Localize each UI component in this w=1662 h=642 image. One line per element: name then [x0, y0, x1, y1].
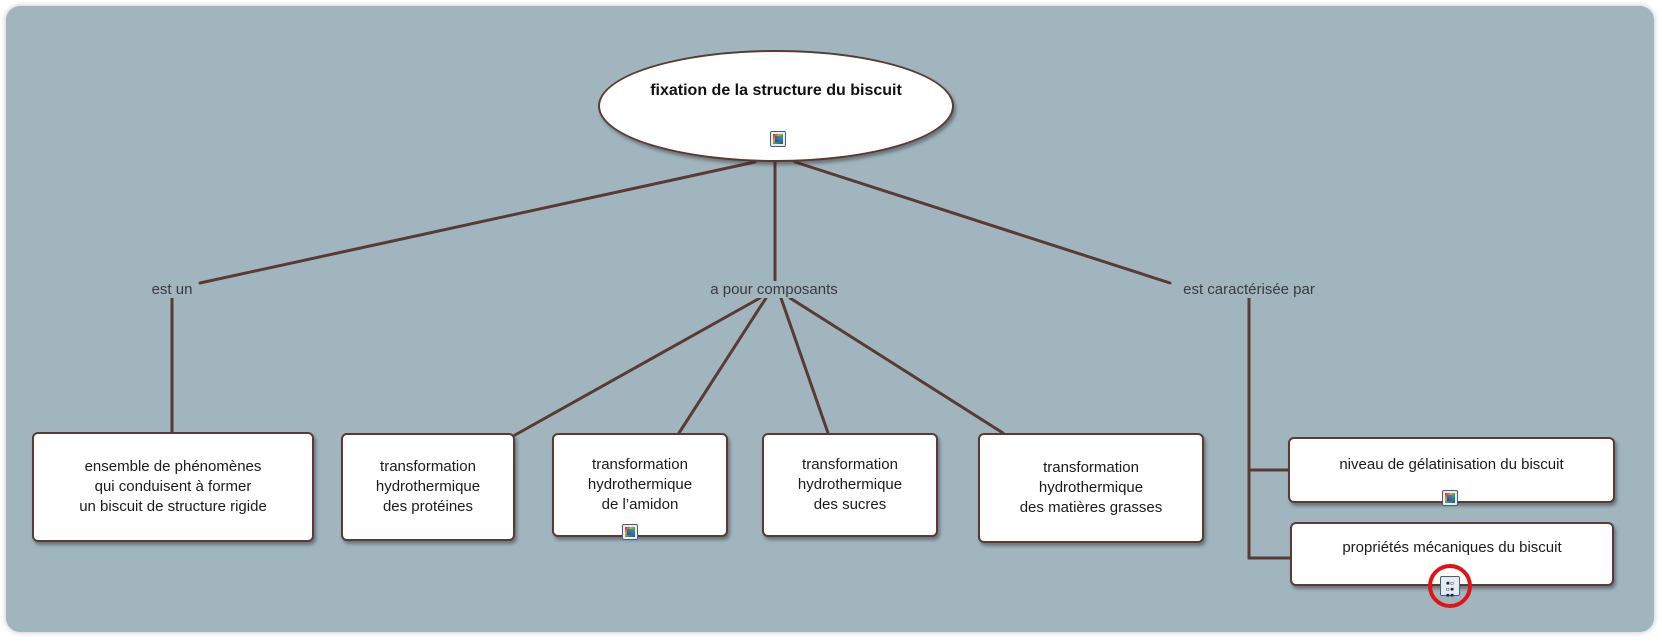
- concept-niveau-de-gelatinisation-label: niveau de gélatinisation du biscuit: [1339, 456, 1564, 473]
- image-resource-icon[interactable]: [622, 524, 638, 540]
- concept-transformation-amidon-label: transformation hydrothermique de l’amido…: [587, 456, 693, 513]
- concept-transformation-sucres[interactable]: transformation hydrothermique des sucres: [762, 433, 938, 537]
- link-label-est-un: est un: [149, 281, 195, 298]
- concept-proprietes-mecaniques-label: propriétés mécaniques du biscuit: [1342, 539, 1562, 556]
- link-label-a-pour-composants: a pour composants: [708, 281, 840, 298]
- highlight-ring: [1428, 564, 1472, 608]
- concept-transformation-amidon[interactable]: transformation hydrothermique de l’amido…: [552, 433, 728, 537]
- root-concept[interactable]: fixation de la structure du biscuit: [598, 50, 954, 162]
- image-resource-icon[interactable]: [1442, 490, 1458, 506]
- concept-transformation-matieres-grasses[interactable]: transformation hydrothermique des matièr…: [978, 433, 1204, 543]
- image-resource-icon[interactable]: [770, 131, 786, 147]
- concept-transformation-proteines[interactable]: transformation hydrothermique des protéi…: [341, 433, 515, 541]
- root-concept-label: fixation de la structure du biscuit: [650, 82, 902, 99]
- link-label-est-caracterisee-par: est caractérisée par: [1181, 281, 1317, 298]
- concept-ensemble-de-phenomenes[interactable]: ensemble de phénomènes qui conduisent à …: [32, 432, 314, 542]
